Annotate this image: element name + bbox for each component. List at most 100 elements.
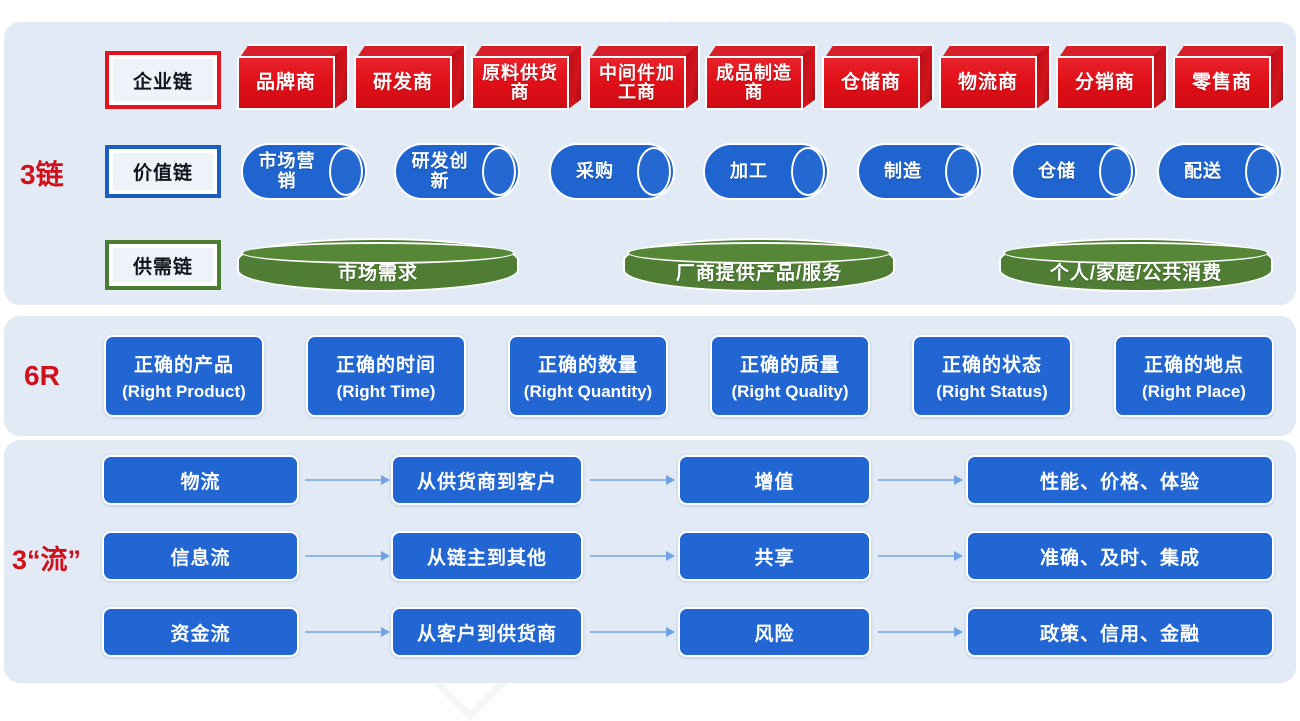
- arrow-line: [590, 555, 666, 557]
- six-r-card-en: (Right Product): [122, 382, 246, 401]
- flow-arrow: [590, 475, 675, 485]
- flow-arrow: [305, 551, 390, 561]
- flow-arrow: [305, 475, 390, 485]
- cylinder-top-cap: [1003, 242, 1269, 264]
- chain-name-enterprise[interactable]: 企业链: [105, 51, 221, 109]
- supply-node[interactable]: 市场需求: [237, 238, 519, 292]
- flow-attrs-card[interactable]: 性能、价格、体验: [966, 455, 1274, 505]
- enterprise-node[interactable]: 研发商: [354, 44, 466, 110]
- supply-node[interactable]: 个人/家庭/公共消费: [999, 238, 1273, 292]
- value-node-label: 市场营销: [258, 150, 316, 191]
- value-node[interactable]: 仓储: [1011, 143, 1137, 200]
- arrow-line: [305, 631, 381, 633]
- value-node[interactable]: 研发创新: [394, 143, 520, 200]
- six-r-card-cn: 正确的数量: [537, 355, 638, 376]
- arrow-head: [666, 627, 675, 637]
- value-node-label: 配送: [1184, 160, 1222, 181]
- enterprise-node-label: 物流商: [939, 56, 1037, 110]
- value-node-label: 采购: [576, 160, 614, 181]
- cube-side-face: [567, 44, 583, 110]
- section-label-six-r: 6R: [24, 360, 60, 391]
- six-r-card-en: (Right Place): [1142, 382, 1246, 401]
- six-r-card-en: (Right Status): [936, 382, 1048, 401]
- flow-effect-card[interactable]: 共享: [678, 531, 871, 581]
- chain-name-supply[interactable]: 供需链: [105, 240, 221, 290]
- arrow-head: [954, 475, 963, 485]
- arrow-head: [381, 627, 390, 637]
- six-r-card[interactable]: 正确的质量 (Right Quality): [710, 335, 870, 417]
- value-node[interactable]: 制造: [857, 143, 983, 200]
- flow-direction-card[interactable]: 从链主到其他: [391, 531, 583, 581]
- flow-direction-card[interactable]: 从客户到供货商: [391, 607, 583, 657]
- chain-name-enterprise-label: 企业链: [113, 59, 213, 101]
- enterprise-node[interactable]: 仓储商: [822, 44, 934, 110]
- six-r-card-cn: 正确的产品: [133, 355, 234, 376]
- cube-side-face: [801, 44, 817, 110]
- chain-name-supply-label: 供需链: [113, 248, 213, 282]
- cube-side-face: [1152, 44, 1168, 110]
- chain-name-value[interactable]: 价值链: [105, 145, 221, 198]
- flow-arrow: [878, 475, 963, 485]
- enterprise-node[interactable]: 成品制造商: [705, 44, 817, 110]
- supply-node[interactable]: 厂商提供产品/服务: [623, 238, 895, 292]
- value-node[interactable]: 配送: [1157, 143, 1283, 200]
- six-r-card[interactable]: 正确的状态 (Right Status): [912, 335, 1072, 417]
- arrow-line: [305, 555, 381, 557]
- arrow-head: [666, 551, 675, 561]
- flow-type-card[interactable]: 信息流: [102, 531, 299, 581]
- value-node[interactable]: 加工: [703, 143, 829, 200]
- flow-type-card[interactable]: 资金流: [102, 607, 299, 657]
- arrow-line: [590, 479, 666, 481]
- six-r-card-cn: 正确的地点: [1143, 355, 1244, 376]
- value-node-label: 研发创新: [411, 150, 469, 191]
- enterprise-node[interactable]: 物流商: [939, 44, 1051, 110]
- value-node[interactable]: 采购: [549, 143, 675, 200]
- arrow-head: [954, 551, 963, 561]
- enterprise-node-label: 成品制造商: [705, 56, 803, 110]
- flow-attrs-card[interactable]: 政策、信用、金融: [966, 607, 1274, 657]
- enterprise-node[interactable]: 零售商: [1173, 44, 1285, 110]
- flow-type-card[interactable]: 物流: [102, 455, 299, 505]
- arrow-line: [590, 631, 666, 633]
- value-node-label: 制造: [884, 160, 922, 181]
- six-r-card-cn: 正确的状态: [941, 355, 1042, 376]
- cylinder-top-cap: [627, 242, 891, 264]
- enterprise-node[interactable]: 中间件加工商: [588, 44, 700, 110]
- cylinder-end-cap: [637, 147, 671, 196]
- six-r-card-cn: 正确的时间: [335, 355, 436, 376]
- supply-node-label: 个人/家庭/公共消费: [1049, 262, 1223, 284]
- arrow-head: [954, 627, 963, 637]
- flow-arrow: [590, 627, 675, 637]
- six-r-card[interactable]: 正确的地点 (Right Place): [1114, 335, 1274, 417]
- flow-arrow: [878, 627, 963, 637]
- enterprise-node-label: 中间件加工商: [588, 56, 686, 110]
- enterprise-node-label: 分销商: [1056, 56, 1154, 110]
- value-node-label: 加工: [730, 160, 768, 181]
- arrow-line: [878, 479, 954, 481]
- arrow-head: [381, 475, 390, 485]
- cylinder-end-cap: [791, 147, 825, 196]
- supply-node-label: 市场需求: [337, 262, 418, 284]
- diagram-canvas: 3链 企业链 价值链 供需链 品牌商 研发商 原料供货商 中间件加工商 成品制造…: [4, 19, 1296, 721]
- enterprise-node[interactable]: 原料供货商: [471, 44, 583, 110]
- flow-direction-card[interactable]: 从供货商到客户: [391, 455, 583, 505]
- value-node-label: 仓储: [1038, 160, 1076, 181]
- flow-effect-card[interactable]: 风险: [678, 607, 871, 657]
- six-r-card-cn: 正确的质量: [739, 355, 840, 376]
- flow-effect-card[interactable]: 增值: [678, 455, 871, 505]
- arrow-line: [305, 479, 381, 481]
- flow-attrs-card[interactable]: 准确、及时、集成: [966, 531, 1274, 581]
- six-r-card-en: (Right Time): [336, 382, 436, 401]
- enterprise-node[interactable]: 分销商: [1056, 44, 1168, 110]
- flow-arrow: [878, 551, 963, 561]
- enterprise-node[interactable]: 品牌商: [237, 44, 349, 110]
- cylinder-end-cap: [482, 147, 516, 196]
- value-node[interactable]: 市场营销: [241, 143, 367, 200]
- cylinder-top-cap: [241, 242, 515, 264]
- enterprise-node-label: 品牌商: [237, 56, 335, 110]
- supply-node-label: 厂商提供产品/服务: [675, 262, 843, 284]
- six-r-card[interactable]: 正确的产品 (Right Product): [104, 335, 264, 417]
- enterprise-node-label: 零售商: [1173, 56, 1271, 110]
- six-r-card[interactable]: 正确的时间 (Right Time): [306, 335, 466, 417]
- six-r-card[interactable]: 正确的数量 (Right Quantity): [508, 335, 668, 417]
